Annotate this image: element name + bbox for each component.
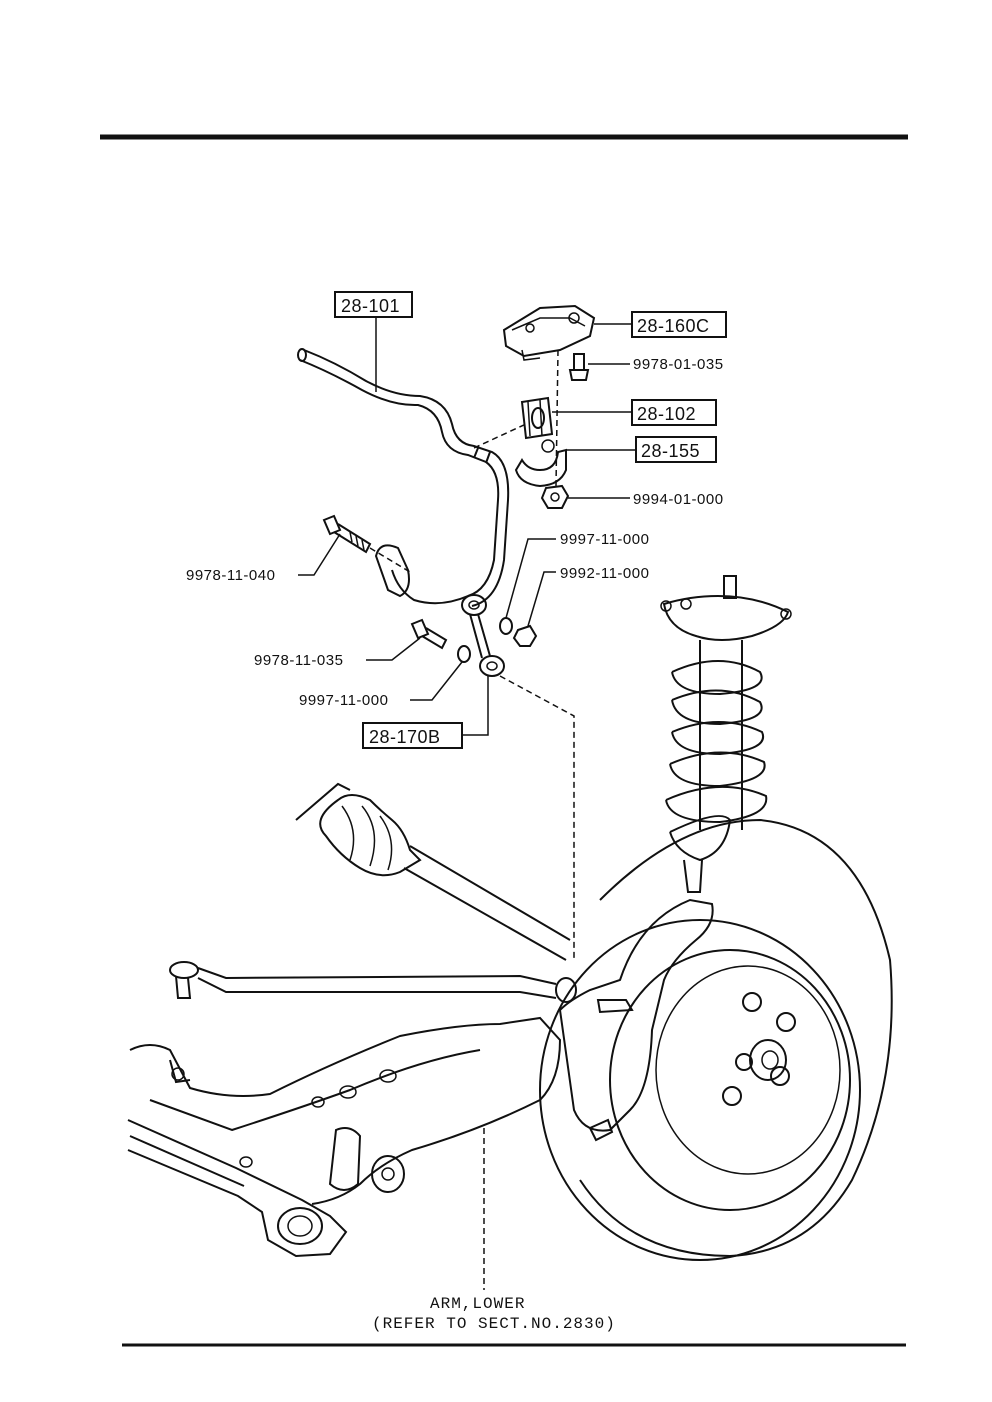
crossmember — [127, 1119, 348, 1258]
label-bracket: 28-160C — [637, 316, 710, 336]
washer-upper — [499, 617, 513, 635]
label-box-link — [362, 722, 463, 749]
label-bolt-035: 9978-11-035 — [254, 652, 343, 669]
leader-washer-upper — [505, 538, 556, 619]
label-box-clamp — [635, 436, 717, 463]
assembly-line-bracket-nut — [555, 349, 559, 487]
assembly-line-bolt — [369, 547, 411, 573]
stabilizer-bar — [297, 348, 510, 607]
stabilizer-link — [461, 594, 505, 677]
caption-refer: (REFER TO SECT.NO.2830) — [372, 1315, 616, 1333]
lower-arm — [129, 1016, 562, 1205]
nut-link — [512, 624, 538, 647]
strut-assembly — [660, 575, 792, 893]
label-bushing: 28-102 — [637, 404, 696, 424]
label-washer-upper: 9997-11-000 — [560, 531, 649, 548]
leader-nut-link — [527, 571, 556, 627]
label-nut-link: 9992-11-000 — [560, 565, 649, 582]
leader-bolt-035 — [366, 637, 421, 661]
assembly-line-link-arm — [499, 675, 575, 960]
drive-shaft — [295, 782, 571, 961]
clamp — [514, 439, 567, 488]
label-nut-clamp: 9994-01-000 — [633, 491, 724, 508]
leader-washer-lower — [410, 661, 463, 701]
label-link: 28-170B — [369, 727, 441, 747]
caption-arm-lower: ARM,LOWER — [430, 1295, 525, 1313]
label-bolt-040: 9978-11-040 — [186, 567, 275, 584]
leader-bolt-040 — [298, 533, 341, 576]
label-clamp: 28-155 — [641, 441, 700, 461]
bolt-long — [322, 514, 372, 554]
label-box-bushing — [631, 399, 717, 426]
tie-rod — [169, 961, 557, 999]
knuckle — [555, 898, 714, 1142]
assembly-line-bar-bushing — [473, 423, 527, 449]
label-washer-lower: 9997-11-000 — [299, 692, 388, 709]
leader-link — [462, 676, 489, 736]
bushing — [520, 396, 554, 440]
nut-clamp — [540, 484, 570, 509]
label-bolt-bracket: 9978-01-035 — [633, 356, 724, 373]
label-box-bracket — [631, 311, 727, 338]
label-stabilizer: 28-101 — [341, 296, 400, 316]
bracket — [502, 304, 596, 361]
washer-lower — [457, 645, 471, 663]
wheel-tire — [539, 818, 893, 1261]
bolt-small — [568, 353, 590, 381]
label-box-stabilizer — [334, 291, 413, 318]
bolt-medium — [410, 618, 448, 650]
